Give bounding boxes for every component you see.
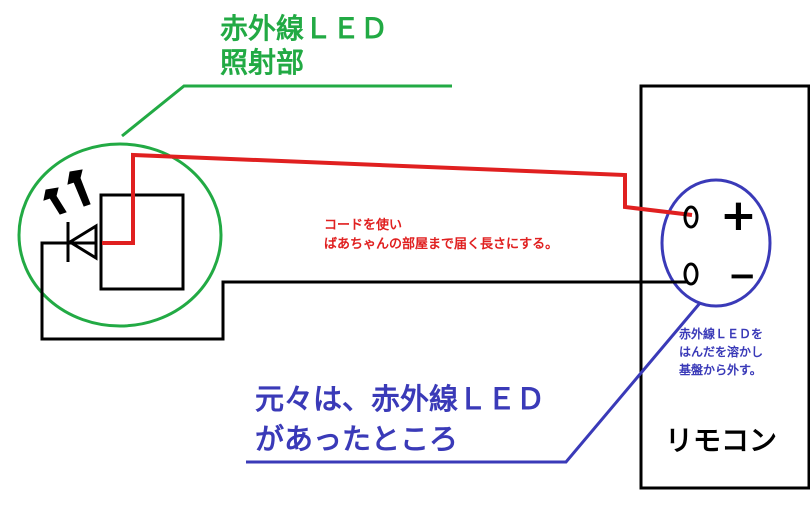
remote-note-line1: 赤外線ＬＥＤを	[679, 327, 764, 341]
cord-note-line2: ばあちゃんの部屋まで届く長さにする。	[324, 237, 559, 252]
led-housing-box	[99, 193, 185, 291]
origin-note-line1: 元々は、赤外線ＬＥＤ	[255, 382, 546, 416]
terminal-area-circle	[660, 178, 772, 308]
light-emission-arrows-icon	[43, 169, 91, 215]
minus-terminal-icon	[683, 262, 699, 286]
led-area-circle	[17, 142, 223, 328]
led-title-line2: 照射部	[220, 46, 305, 79]
plus-sign-label: +	[720, 190, 757, 241]
led-diode-icon	[66, 222, 98, 262]
minus-sign-label: −	[728, 256, 757, 296]
origin-note-line2: があったところ	[255, 422, 459, 456]
remote-note-line2: はんだを溶かし	[679, 345, 764, 359]
remote-label: リモコン	[665, 424, 778, 457]
led-title-line1: 赤外線ＬＥＤ	[220, 12, 389, 45]
cord-note-line1: コードを使い	[324, 218, 403, 233]
red-wire	[102, 152, 693, 245]
plus-terminal-icon	[683, 205, 699, 229]
remote-control-body	[639, 84, 810, 490]
black-wire	[40, 241, 688, 341]
remote-note-line3: 基盤から外す。	[679, 363, 762, 377]
led-callout-leader	[121, 84, 452, 138]
origin-callout-leader	[246, 302, 702, 464]
